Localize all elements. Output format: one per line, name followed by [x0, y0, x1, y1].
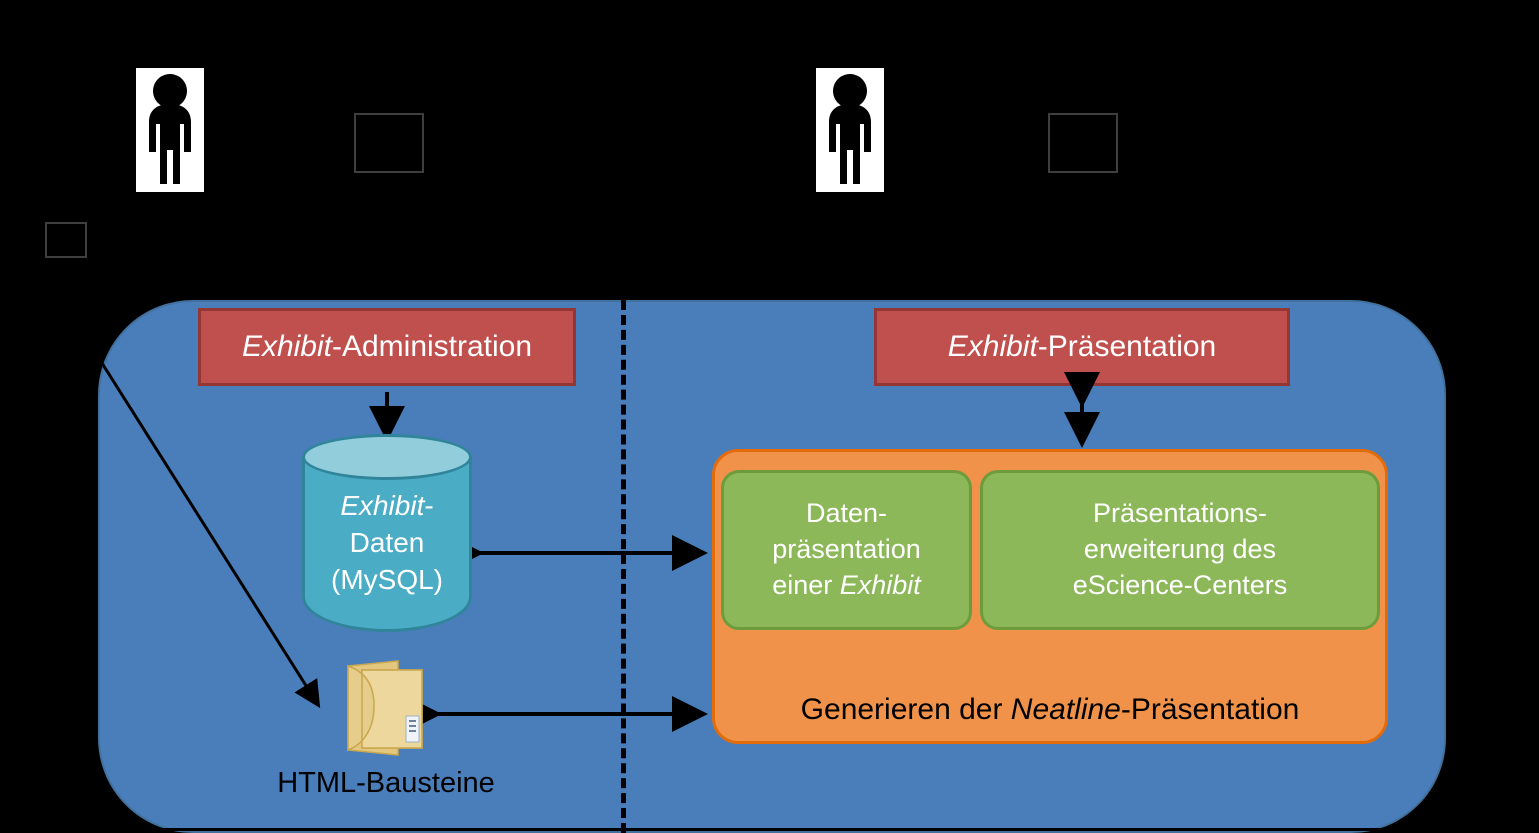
arrow-actor-to-folder-diagonal [98, 359, 321, 709]
orange-caption-emphasis: Neatline [1010, 693, 1121, 726]
green-box-1-line1: Daten- [805, 498, 888, 529]
empty-callout-box-top-left [354, 113, 424, 173]
vertical-divider [621, 300, 626, 833]
green-box-1-line3: einer Exhibit [772, 568, 921, 604]
database-label-line2: Daten [349, 526, 425, 558]
actor-icon-right [816, 68, 884, 192]
box-datenpraesentation-einer-exhibit[interactable]: Daten- präsentation einer Exhibit [721, 470, 972, 630]
green-box-1-text: Daten- präsentation einer Exhibit [772, 496, 921, 604]
green-box-2-line1: Präsentations- [1092, 498, 1268, 529]
arrow-database-to-datapresentation [448, 535, 708, 571]
cylinder-top-ellipse [302, 434, 472, 480]
header-right-emphasis: Exhibit [947, 329, 1038, 363]
arrow-folder-to-orange [406, 696, 708, 732]
green-box-1-line3-pre: einer [772, 569, 840, 600]
header-right-rest: -Präsentation [1037, 329, 1217, 363]
green-box-1-emphasis: Exhibit [839, 569, 921, 600]
header-exhibit-administration[interactable]: Exhibit-Administration [198, 308, 576, 386]
empty-callout-box-top-right [1048, 113, 1118, 173]
arrow-praesentation-to-orange [1064, 372, 1100, 448]
header-exhibit-praesentation[interactable]: Exhibit-Präsentation [874, 308, 1290, 386]
database-label-emphasis: Exhibit [340, 490, 425, 521]
green-box-2-line2: erweiterung des [1083, 534, 1277, 565]
folder-label: HTML-Bausteine [277, 767, 495, 799]
orange-caption: Generieren der Neatline-Präsentation [715, 693, 1385, 727]
database-exhibit-daten[interactable]: Exhibit- Daten (MySQL) [302, 434, 472, 632]
actor-icon-left [136, 68, 204, 192]
database-label-dash: - [424, 490, 434, 521]
header-left-emphasis: Exhibit [241, 329, 332, 363]
green-box-2-line3: eScience-Centers [1072, 569, 1288, 600]
folder-icon[interactable] [340, 658, 430, 758]
green-box-2-text: Präsentations- erweiterung des eScience-… [1073, 496, 1288, 604]
arrow-admin-to-database [369, 392, 405, 442]
empty-callout-box-far-left [45, 222, 87, 258]
database-label-line1: Exhibit- [302, 488, 472, 525]
green-box-1-line2: präsentation [772, 534, 921, 565]
database-label-line3: (MySQL) [331, 563, 443, 595]
header-left-text: Exhibit-Administration [242, 330, 532, 365]
box-praesentationserweiterung-escience[interactable]: Präsentations- erweiterung des eScience-… [980, 470, 1380, 630]
header-left-rest: -Administration [331, 329, 533, 363]
orange-caption-post: -Präsentation [1120, 693, 1300, 726]
database-label: Exhibit- Daten (MySQL) [302, 488, 472, 599]
orange-caption-pre: Generieren der [800, 693, 1011, 726]
header-right-text: Exhibit-Präsentation [948, 330, 1216, 365]
bottom-rule [0, 828, 1539, 831]
cylinder-body [302, 456, 472, 632]
